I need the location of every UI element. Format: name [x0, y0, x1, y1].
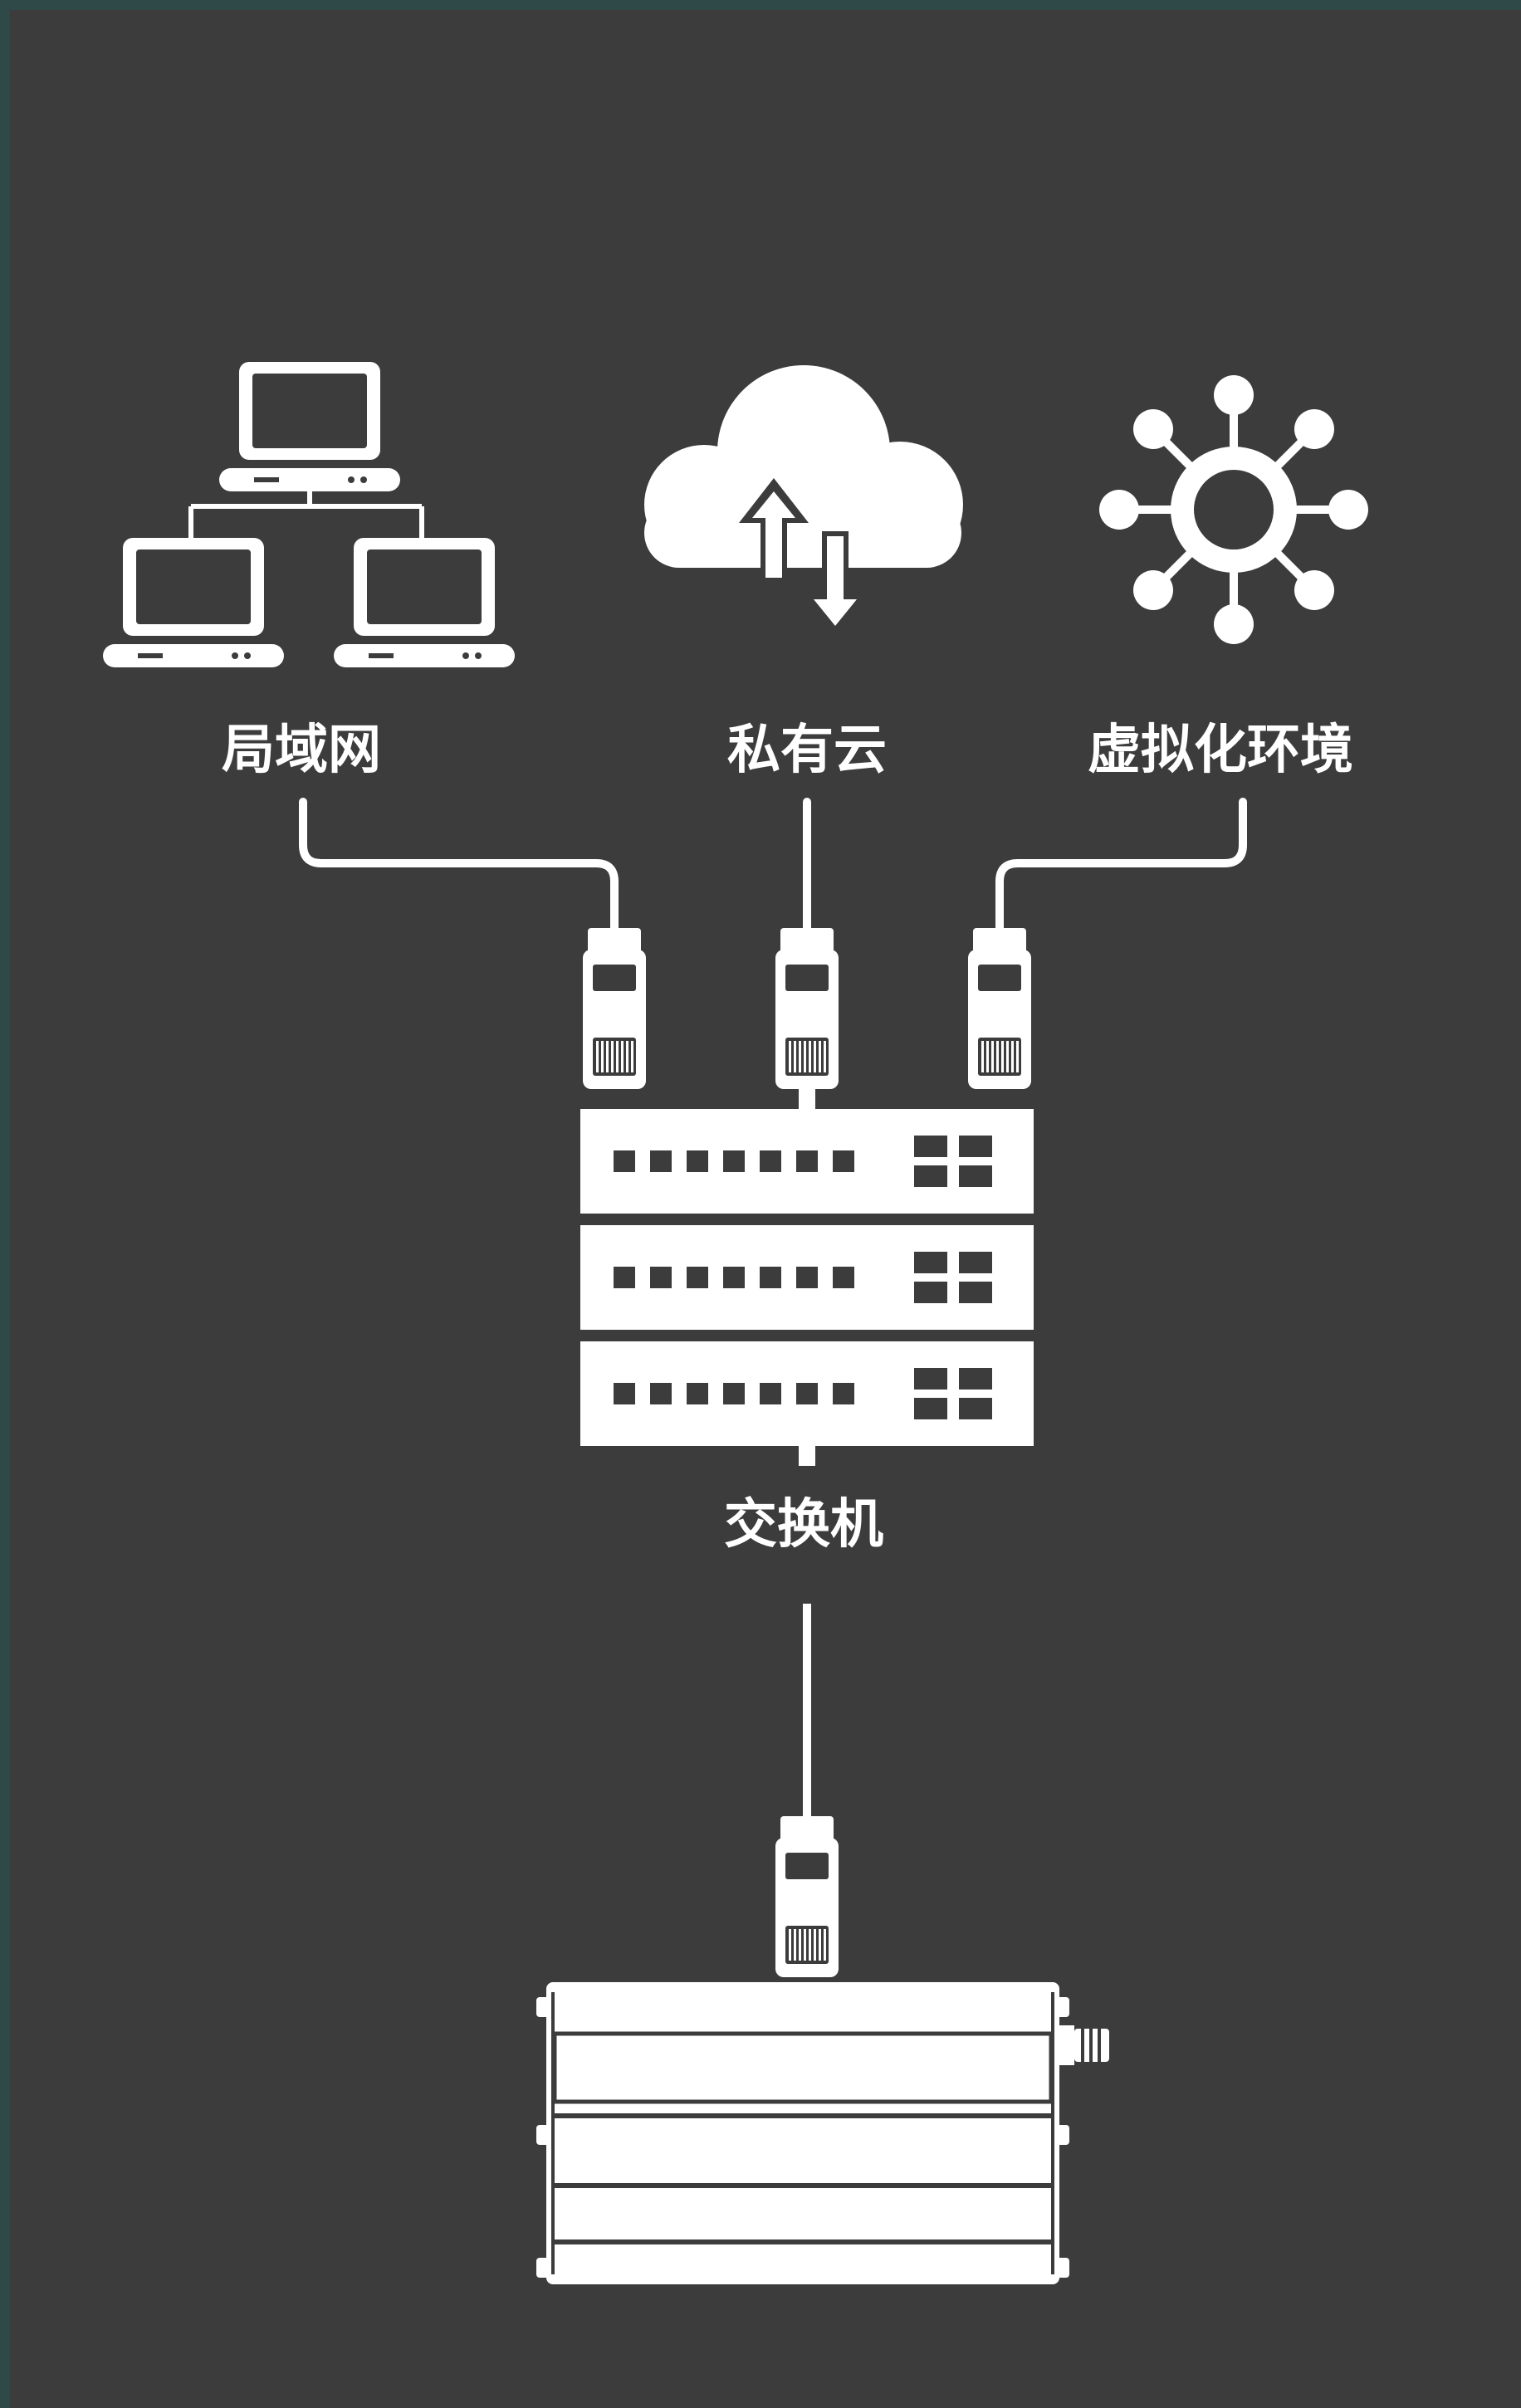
cloud-upload-download-icon [644, 365, 963, 639]
antenna-connector-icon [1059, 2025, 1109, 2065]
virtualization-hub-icon [1099, 375, 1368, 644]
cloud-rj45-connector-icon [775, 928, 839, 1089]
cloud-label: 私有云 [727, 720, 887, 781]
virtual-cable [995, 798, 1247, 934]
industrial-router-icon [536, 1982, 1109, 2284]
virtual-label: 虚拟化环境 [1088, 720, 1353, 781]
virtual-rj45-connector-icon [968, 928, 1031, 1089]
switch-label: 交换机 [724, 1494, 883, 1556]
lan-rj45-connector-icon [583, 928, 646, 1089]
network-switch-icon [580, 1089, 1034, 1466]
lan-cable [299, 798, 619, 934]
lan-computers-icon [103, 362, 515, 667]
router-rj45-connector-icon [775, 1816, 839, 1977]
lan-label: 局域网 [222, 720, 381, 781]
